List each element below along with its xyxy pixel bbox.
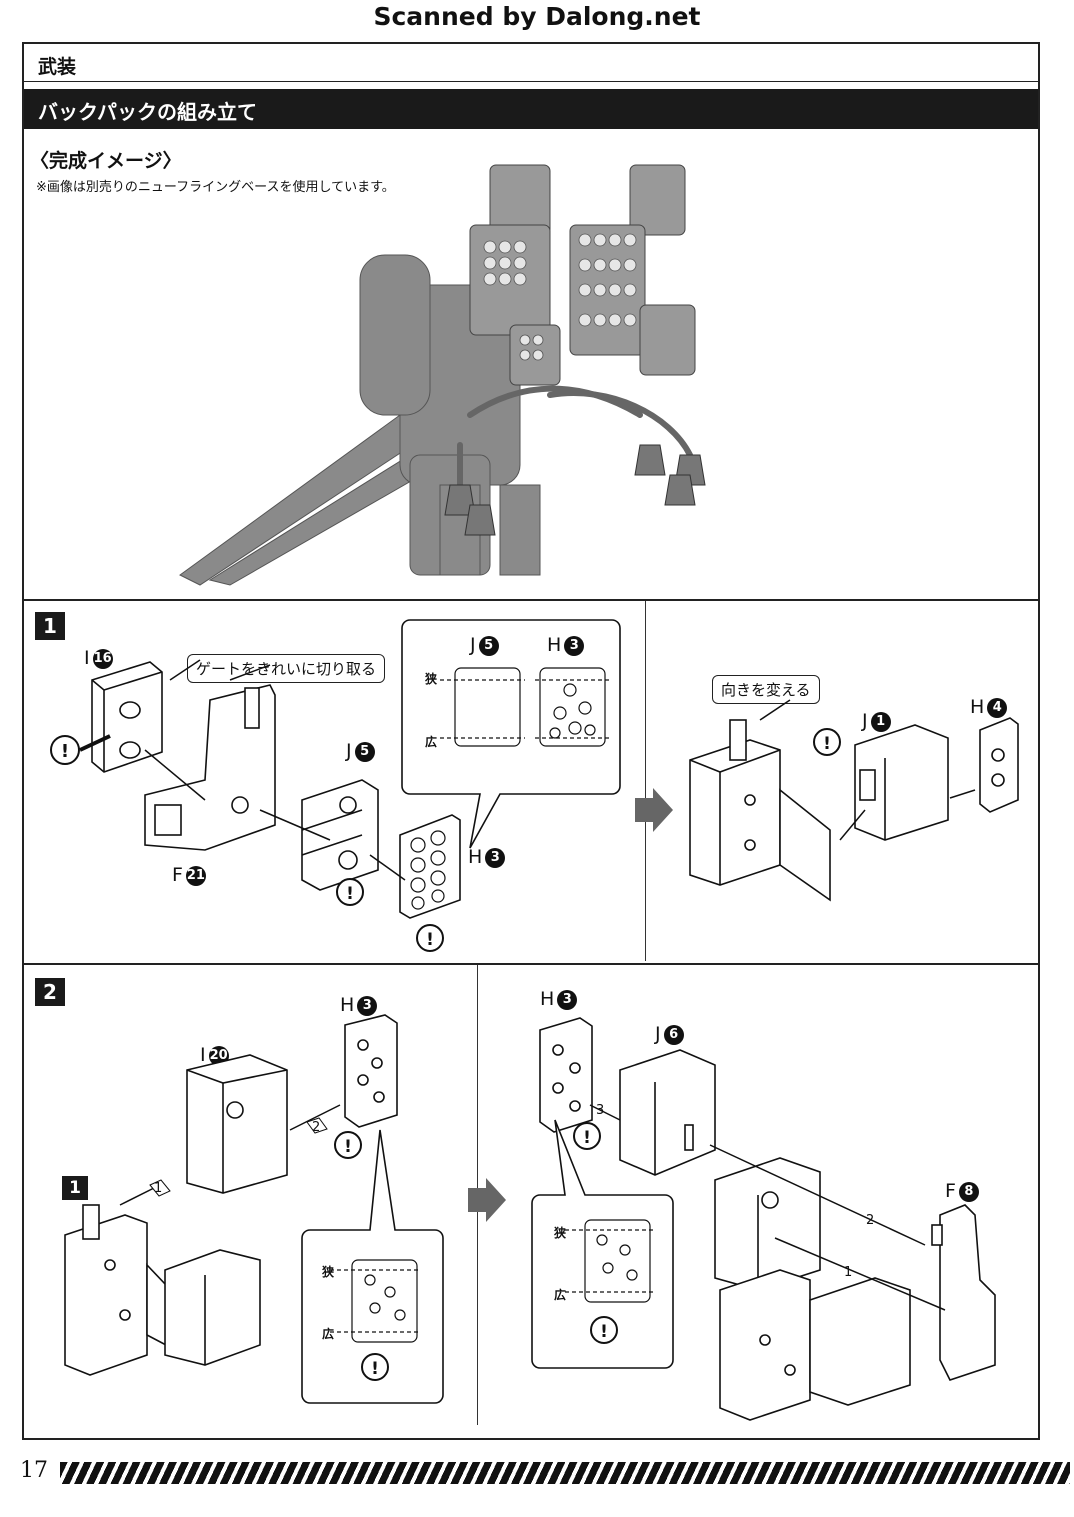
side-wide: 広 <box>425 735 438 749</box>
step2-right-illustration: ! <box>539 1017 996 1421</box>
callout-gate: ゲートをきれいに切り取る <box>187 654 386 683</box>
order-marker-2b: 2 <box>866 1213 875 1228</box>
page-number: 17 <box>20 1458 48 1483</box>
caution-icon: ! <box>334 1131 362 1159</box>
step1-right-illustration: ! <box>689 699 1019 902</box>
footer-stripes <box>60 1462 1070 1484</box>
divider-middle <box>24 963 1038 965</box>
side-narrow: 狭 <box>425 672 438 686</box>
caution-icon: ! <box>361 1353 389 1381</box>
side-narrow-step2-right: 狭 <box>554 1226 567 1240</box>
completion-note: ※画像は別売りのニューフライングベースを使用しています。 <box>36 180 395 195</box>
section-header-bar <box>24 45 1038 82</box>
scan-banner: Scanned by Dalong.net <box>373 2 701 31</box>
side-wide-step2-left: 広 <box>322 1327 335 1341</box>
order-marker-2: 2 <box>312 1120 321 1135</box>
arrow-right-icon <box>468 1178 506 1222</box>
step1-divider <box>645 601 646 961</box>
step2-zoom-box-left: ! <box>301 1129 444 1404</box>
completion-figure-illustration <box>179 164 706 586</box>
order-marker-1b: 1 <box>844 1265 853 1280</box>
order-marker-3: 3 <box>596 1103 605 1118</box>
svg-text:!: ! <box>823 734 831 754</box>
svg-text:!: ! <box>61 741 69 762</box>
step1-zoom-box <box>401 619 621 849</box>
manual-frame <box>22 42 1040 1440</box>
side-wide-step2-right: 広 <box>554 1288 567 1302</box>
step2-left-illustration: ! <box>64 1014 398 1376</box>
side-narrow-step2-left: 狭 <box>322 1265 335 1279</box>
subsection-title: バックパックの組み立て <box>38 100 257 124</box>
svg-text:!: ! <box>344 1137 352 1157</box>
caution-icon: ! ! ! <box>50 735 444 952</box>
svg-text:!: ! <box>600 1322 608 1342</box>
section-title: 武装 <box>38 56 77 78</box>
caution-icon: ! <box>573 1122 601 1150</box>
step2-zoom-box-right: ! <box>531 1119 674 1369</box>
svg-text:!: ! <box>346 884 354 904</box>
divider-top <box>24 599 1038 601</box>
subsection-header-bar <box>24 89 1038 129</box>
caution-icon: ! <box>813 728 841 756</box>
callout-turn: 向きを変える <box>712 675 820 704</box>
step1-left-illustration: ! ! ! <box>50 659 461 952</box>
order-marker-1: 1 <box>154 1181 163 1196</box>
step-2-number: 2 <box>35 978 65 1006</box>
step-1-number: 1 <box>35 612 65 640</box>
completion-caption: 〈完成イメージ〉 <box>30 150 182 172</box>
arrow-right-icon <box>635 788 673 832</box>
reference-step-1: 1 <box>62 1176 88 1200</box>
svg-text:!: ! <box>583 1128 591 1148</box>
svg-text:!: ! <box>371 1359 379 1379</box>
svg-text:!: ! <box>426 930 434 950</box>
caution-icon: ! <box>590 1316 618 1344</box>
